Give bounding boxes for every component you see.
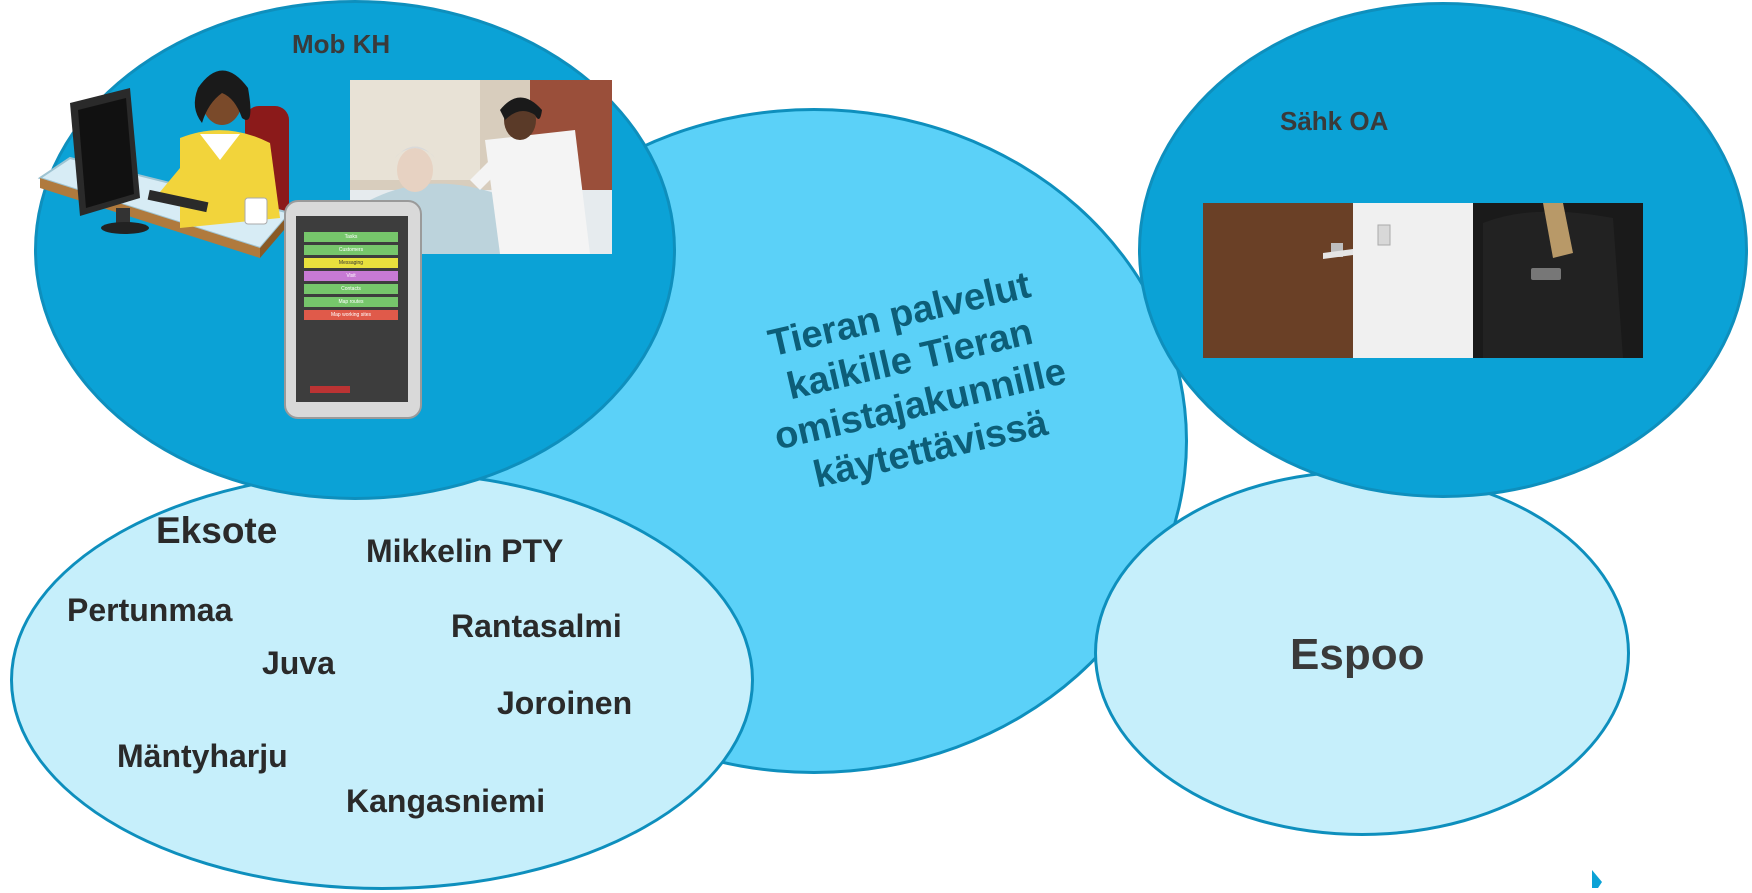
municipality-eksote: Eksote: [156, 510, 278, 551]
municipality-juva: Juva: [262, 645, 335, 681]
phone-menu-item[interactable]: Customers: [304, 245, 398, 255]
phone-menu-item[interactable]: Visit: [304, 271, 398, 281]
municipality-mikkelin-pty: Mikkelin PTY: [366, 533, 564, 569]
desk-worker-illustration: [30, 48, 330, 288]
municipality-rantasalmi: Rantasalmi: [451, 608, 622, 644]
espoo-ellipse: [1094, 470, 1630, 836]
municipalities-ellipse: [10, 470, 754, 890]
municipality-joroinen: Joroinen: [497, 685, 633, 721]
espoo-label: Espoo: [1290, 630, 1425, 679]
mobile-phone: Tasks Customers Messaging Visit Contacts…: [284, 200, 422, 419]
corner-arrow-mark: [1590, 868, 1610, 888]
phone-menu-item[interactable]: Messaging: [304, 258, 398, 268]
mob-kh-label: Mob KH: [292, 29, 391, 59]
municipality-kangasniemi: Kangasniemi: [346, 783, 546, 819]
phone-menu-item[interactable]: Tasks: [304, 232, 398, 242]
phone-menu-item[interactable]: Contacts: [304, 284, 398, 294]
municipality-pertunmaa: Pertunmaa: [67, 592, 233, 628]
municipality-mantyharju: Mäntyharju: [117, 738, 288, 774]
door-lock-photo: [1203, 203, 1643, 358]
sahk-oa-label: Sähk OA: [1280, 106, 1389, 136]
phone-menu-item[interactable]: Map working sites: [304, 310, 398, 320]
phone-menu-item[interactable]: Map routes: [304, 297, 398, 307]
